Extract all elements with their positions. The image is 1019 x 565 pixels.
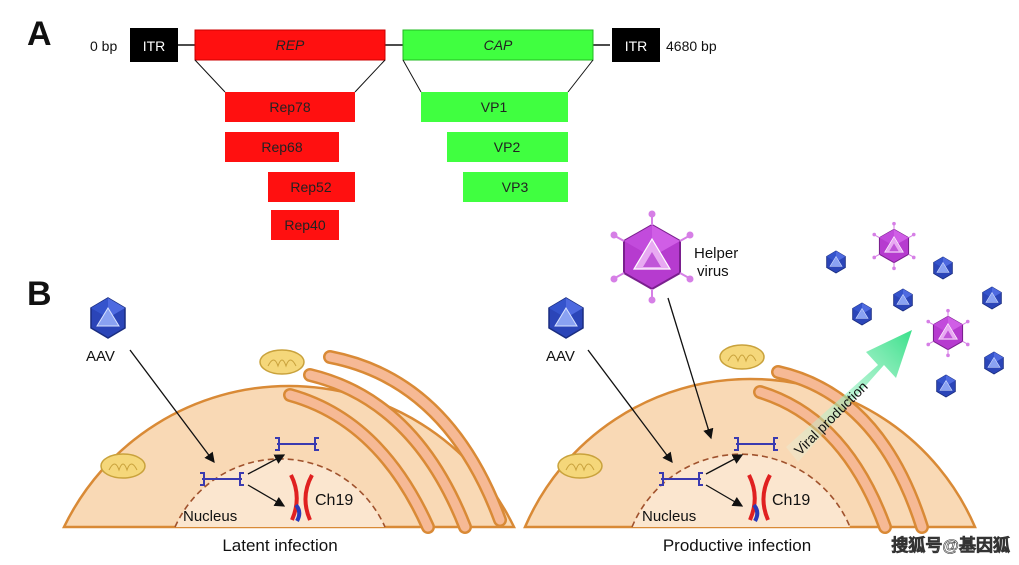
released-aav-1: [826, 250, 846, 274]
helper-label-line1: Helper: [694, 245, 738, 262]
left-entry-arrow: [129, 349, 215, 464]
right-aav-icon: [548, 297, 584, 339]
itr-left-label: ITR: [143, 38, 166, 54]
vp3-bar: [463, 172, 568, 202]
rep-gene-label: REP: [276, 37, 305, 53]
helper-entry-arrow: [667, 297, 714, 440]
rep-expand-left: [194, 59, 226, 93]
released-aav-3: [852, 302, 872, 326]
rep40-label: Rep40: [284, 217, 325, 233]
left-nucleus-label: Nucleus: [183, 508, 237, 525]
viral-production-arrow: [786, 330, 912, 462]
left-cell: Ch19 Nucleus: [62, 349, 516, 534]
left-mito-1: [259, 349, 305, 375]
right-ch19-icon: [747, 474, 772, 522]
watermark: 搜狐号@基因狐: [891, 535, 1010, 555]
vp1-bar: [421, 92, 568, 122]
released-helper-2: [925, 308, 971, 358]
released-aav-4: [893, 288, 913, 312]
right-ch19-label: Ch19: [772, 492, 810, 509]
left-er: [283, 350, 507, 534]
right-nucleus-envelope: [631, 453, 851, 528]
cap-expand-left: [402, 59, 422, 93]
start-label: 0 bp: [90, 38, 117, 54]
right-aav-label: AAV: [546, 348, 575, 365]
right-cell: Ch19 Nucleus: [523, 344, 977, 534]
rep52-bar: [268, 172, 355, 202]
released-aav-5: [982, 286, 1002, 310]
cap-expand-right: [567, 59, 594, 93]
end-label: 4680 bp: [666, 38, 717, 54]
rep-expand-right: [354, 59, 386, 93]
left-ch19-label: Ch19: [315, 492, 353, 509]
helper-virus-icon: [609, 209, 695, 305]
helper-label-line2: virus: [697, 263, 729, 280]
cap-gene-label: CAP: [484, 37, 513, 53]
released-aav-6: [984, 351, 1004, 375]
rep-gene: [194, 29, 386, 61]
released-virions: [826, 221, 1004, 398]
rep52-label: Rep52: [290, 179, 331, 195]
left-aav-icon: [90, 297, 126, 339]
left-mito-2: [100, 453, 146, 479]
right-caption: Productive infection: [663, 536, 811, 555]
right-entry-arrow: [587, 349, 673, 464]
released-aav-7: [936, 374, 956, 398]
left-ch19-icon: [289, 474, 314, 522]
rep78-bar: [225, 92, 355, 122]
itr-right-label: ITR: [625, 38, 648, 54]
right-mito-2: [557, 453, 603, 479]
right-er: [753, 365, 929, 534]
rep78-label: Rep78: [269, 99, 310, 115]
right-mito-1: [719, 344, 765, 370]
left-caption: Latent infection: [222, 536, 337, 555]
vp2-bar: [447, 132, 568, 162]
rep68-bar: [225, 132, 339, 162]
itr-right: [612, 28, 660, 62]
left-aav-label: AAV: [86, 348, 115, 365]
released-aav-2: [933, 256, 953, 280]
vp1-label: VP1: [481, 99, 508, 115]
itr-left: [130, 28, 178, 62]
released-helper-1: [871, 221, 917, 271]
vp2-label: VP2: [494, 139, 521, 155]
rep68-label: Rep68: [261, 139, 302, 155]
vp3-label: VP3: [502, 179, 529, 195]
rep40-bar: [271, 210, 339, 240]
cap-gene: [402, 29, 594, 61]
panel-a-label: A: [27, 15, 52, 53]
panel-b-label: B: [27, 275, 52, 313]
right-nucleus-label: Nucleus: [642, 508, 696, 525]
